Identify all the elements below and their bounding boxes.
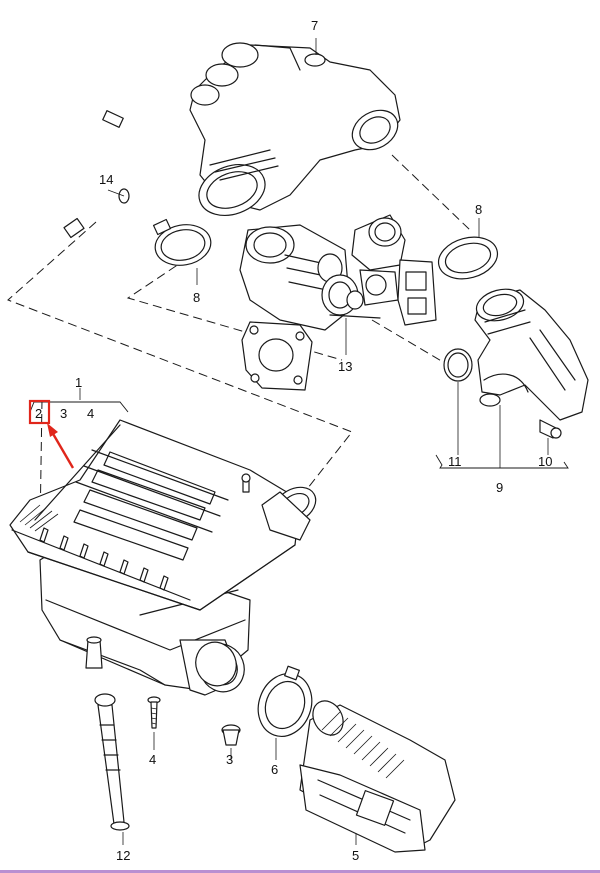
label-part-10: 10 — [538, 454, 552, 469]
label-part-5: 5 — [352, 848, 359, 863]
bolt-part-4 — [147, 696, 161, 750]
label-part-13: 13 — [338, 359, 352, 374]
hose-clamp-part-8-right — [437, 218, 499, 280]
label-part-12: 12 — [116, 848, 130, 863]
label-part-4: 4 — [149, 752, 156, 767]
highlight-box-part-2 — [28, 399, 51, 425]
highlight-arrow — [47, 423, 75, 469]
label-part-4-group: 4 — [87, 406, 94, 421]
bracket-part-1 — [29, 401, 129, 413]
hose-clamp-part-8-left — [152, 218, 212, 285]
bracket-9-10-11 — [435, 454, 569, 469]
charge-hose-part-9 — [443, 288, 589, 468]
label-part-3: 3 — [226, 752, 233, 767]
breather-hose-part-14 — [63, 110, 187, 239]
label-part-1: 1 — [75, 375, 82, 390]
label-part-2: 2 — [35, 406, 42, 421]
label-part-9: 9 — [496, 480, 503, 495]
part-number-labels: 7 14 8 8 13 1 2 3 4 11 10 9 4 3 6 5 12 — [35, 18, 552, 863]
air-filter-housing-part-1 — [9, 388, 317, 696]
label-part-3-group: 3 — [60, 406, 67, 421]
intake-hose-part-5 — [299, 700, 456, 853]
intake-pipe-part-7 — [189, 38, 401, 216]
label-part-14: 14 — [99, 172, 113, 187]
label-part-11: 11 — [448, 454, 462, 469]
throttle-body-part-13 — [239, 214, 437, 391]
label-part-8-top: 8 — [475, 202, 482, 217]
label-part-8-left: 8 — [193, 290, 200, 305]
grommet-part-3 — [221, 724, 241, 760]
label-part-6: 6 — [271, 762, 278, 777]
drain-tube-part-12 — [94, 693, 130, 845]
hose-clamp-part-6 — [257, 665, 313, 760]
bottom-accent-bar — [0, 870, 600, 873]
label-part-7: 7 — [311, 18, 318, 33]
